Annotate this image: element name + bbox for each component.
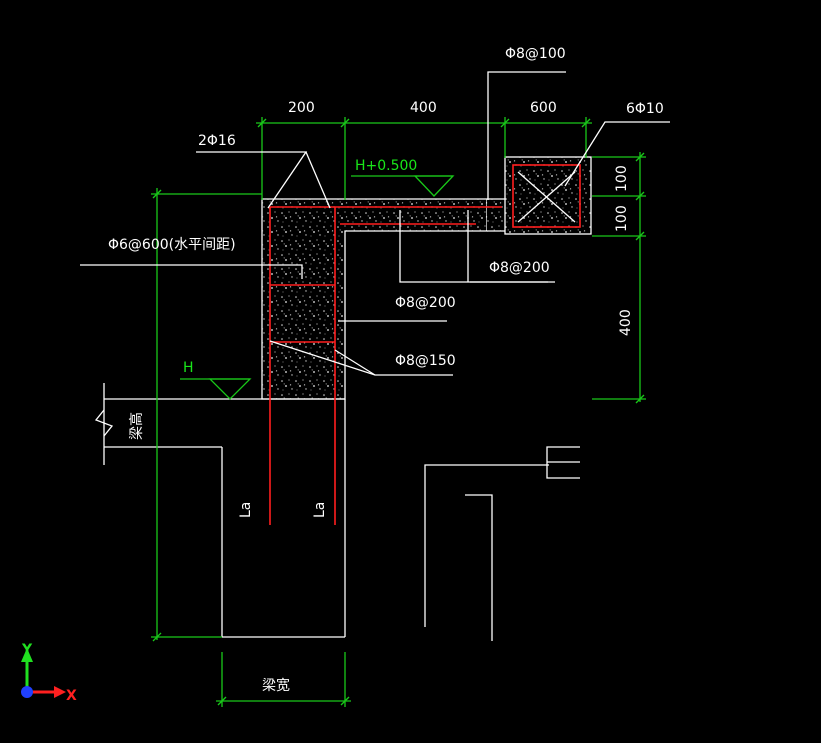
anchor-left-label: La [238, 502, 254, 518]
elevation-top-marker [351, 175, 455, 197]
label-bar-mid: Φ8@200 [395, 295, 456, 311]
elevation-bottom-marker [180, 378, 252, 400]
dim-top-200: 200 [288, 100, 315, 116]
dim-right-100-b: 100 [614, 205, 630, 232]
dim-top-600: 600 [530, 100, 557, 116]
annotations: Φ8@100 6Φ10 2Φ16 Φ6@600(水平间距) Φ8@200 Φ8@… [108, 46, 664, 694]
axis-y-label: Y [21, 642, 33, 658]
tie-lines [399, 171, 576, 283]
dim-beam-height: 梁高 [128, 412, 145, 440]
elevation-bottom-label: H [183, 360, 194, 376]
label-bar-corner: 6Φ10 [626, 101, 664, 117]
anchor-right-label: La [312, 502, 328, 518]
label-bar-stirrup-right: Φ8@200 [489, 260, 550, 276]
ucs-axis-icon: Y X [21, 642, 77, 704]
adjacent-column [424, 446, 580, 641]
rebar [269, 164, 581, 525]
beam-outline [94, 383, 346, 638]
label-bar-2-16: 2Φ16 [198, 133, 236, 149]
label-bar-horizontal: Φ6@600(水平间距) [108, 237, 236, 253]
axis-x-label: X [66, 688, 77, 704]
label-bar-top-right: Φ8@100 [505, 46, 566, 62]
dim-right-100-a: 100 [614, 165, 630, 192]
dim-right-400: 400 [618, 309, 634, 336]
leader-lines [80, 71, 670, 376]
dimension-lines [151, 117, 646, 707]
dim-top-400: 400 [410, 100, 437, 116]
label-bar-lower: Φ8@150 [395, 353, 456, 369]
dim-beam-width: 梁宽 [262, 677, 290, 694]
elevation-top-label: H+0.500 [355, 158, 417, 174]
